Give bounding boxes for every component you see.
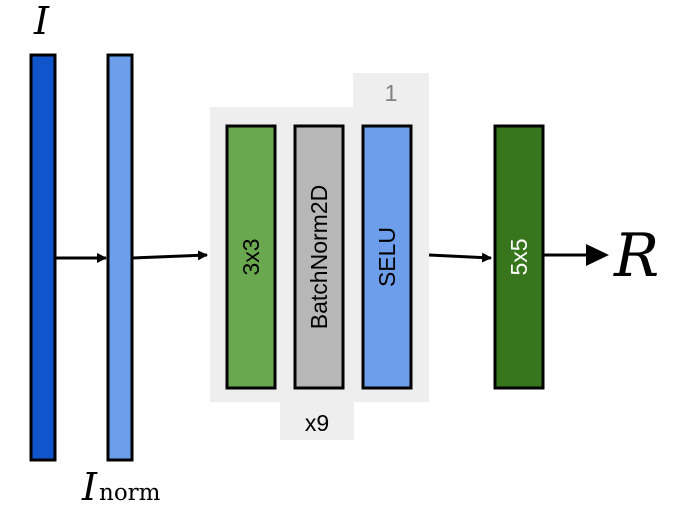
output-label: R xyxy=(613,221,659,291)
repeat-count-label: x9 xyxy=(305,410,329,436)
batchnorm-layer xyxy=(293,124,345,390)
normalized-label: Inorm xyxy=(81,465,161,509)
block-repeat-tab xyxy=(353,73,429,109)
block-repeat-count-tab xyxy=(280,400,354,440)
block-tab-label: 1 xyxy=(385,80,398,106)
arrow-norm-to-block xyxy=(131,250,208,261)
batchnorm-label: BatchNorm2D xyxy=(306,185,332,329)
conv5x5-label: 5x5 xyxy=(506,238,532,275)
conv3x3-layer xyxy=(225,124,277,390)
arrow-block-to-final xyxy=(428,252,492,263)
selu-layer xyxy=(361,124,413,390)
arrow-final-head xyxy=(586,244,609,266)
input-label: I xyxy=(33,0,50,43)
normalized-input-bar xyxy=(106,53,134,462)
input-bar xyxy=(29,53,57,462)
conv5x5-layer xyxy=(493,124,545,390)
selu-label: SELU xyxy=(374,227,400,287)
conv3x3-label: 3x3 xyxy=(238,238,264,275)
